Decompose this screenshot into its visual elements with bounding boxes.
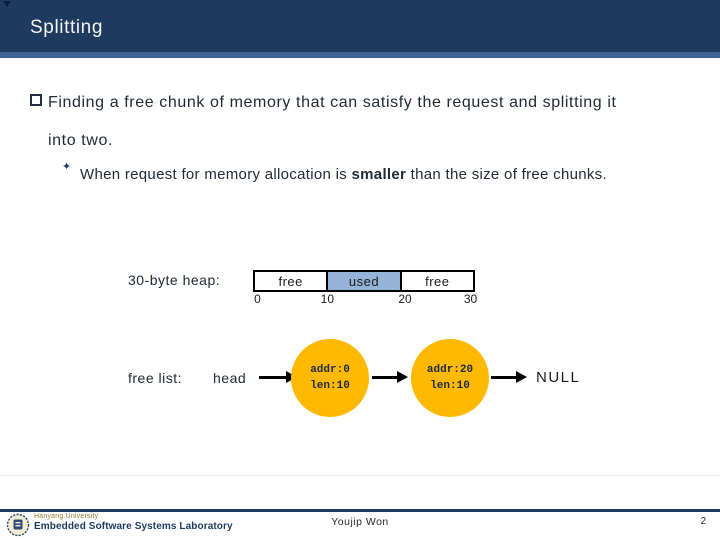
author-name: Youjip Won	[331, 516, 389, 528]
page-number: 2	[700, 516, 706, 527]
bullet-sub-post: than the size of free chunks.	[406, 166, 607, 183]
arrow-head-to-node1	[259, 371, 297, 383]
node1-len: len:10	[310, 380, 350, 392]
square-bullet-icon	[30, 94, 42, 106]
free-list-label: free list:	[128, 370, 183, 386]
title-bar: Splitting	[0, 0, 720, 52]
university-logo	[6, 513, 30, 537]
tick-0: 0	[254, 292, 261, 306]
node1-addr: addr:0	[310, 364, 350, 376]
bullet-item-sub: ✦ When request for memory allocation is …	[62, 158, 642, 192]
footer-faint-divider	[0, 475, 720, 476]
bullet-sub-pre: When request for memory allocation is	[80, 166, 352, 183]
node2-len: len:10	[430, 380, 470, 392]
bullet-item-main: Finding a free chunk of memory that can …	[30, 84, 670, 160]
heap-segment-used: used	[326, 272, 400, 290]
collapse-triangle-icon	[3, 1, 11, 7]
page-title: Splitting	[30, 17, 103, 38]
free-list-node-1: addr:0 len:10	[291, 339, 369, 417]
laboratory-name: Embedded Software Systems Laboratory	[34, 521, 233, 532]
heap-label: 30-byte heap:	[128, 272, 221, 288]
tick-30: 30	[463, 292, 478, 306]
heap-axis-ticks: 0 10 20 30	[253, 292, 478, 306]
university-name: Hanyang University	[34, 513, 99, 520]
heap-segment-free-1: free	[278, 273, 303, 289]
free-list-node-2: addr:20 len:10	[411, 339, 489, 417]
node2-addr: addr:20	[426, 364, 474, 376]
null-terminator-label: NULL	[536, 369, 581, 386]
bullet-sub-text: When request for memory allocation is sm…	[80, 158, 640, 192]
heap-bar: free used free	[253, 270, 475, 292]
arrow-node1-to-node2	[372, 371, 408, 383]
bullet-main-text: Finding a free chunk of memory that can …	[48, 94, 617, 149]
free-list-head-label: head	[213, 370, 247, 386]
bullet-sub-bold: smaller	[351, 166, 407, 183]
footer-divider	[0, 509, 720, 512]
header-accent-strip	[0, 52, 720, 58]
tick-20: 20	[398, 292, 412, 306]
tick-10: 10	[320, 292, 335, 306]
arrow-node2-to-null	[491, 371, 527, 383]
diamond-bullet-icon: ✦	[62, 161, 72, 173]
heap-segment-free-2: free	[399, 272, 473, 290]
